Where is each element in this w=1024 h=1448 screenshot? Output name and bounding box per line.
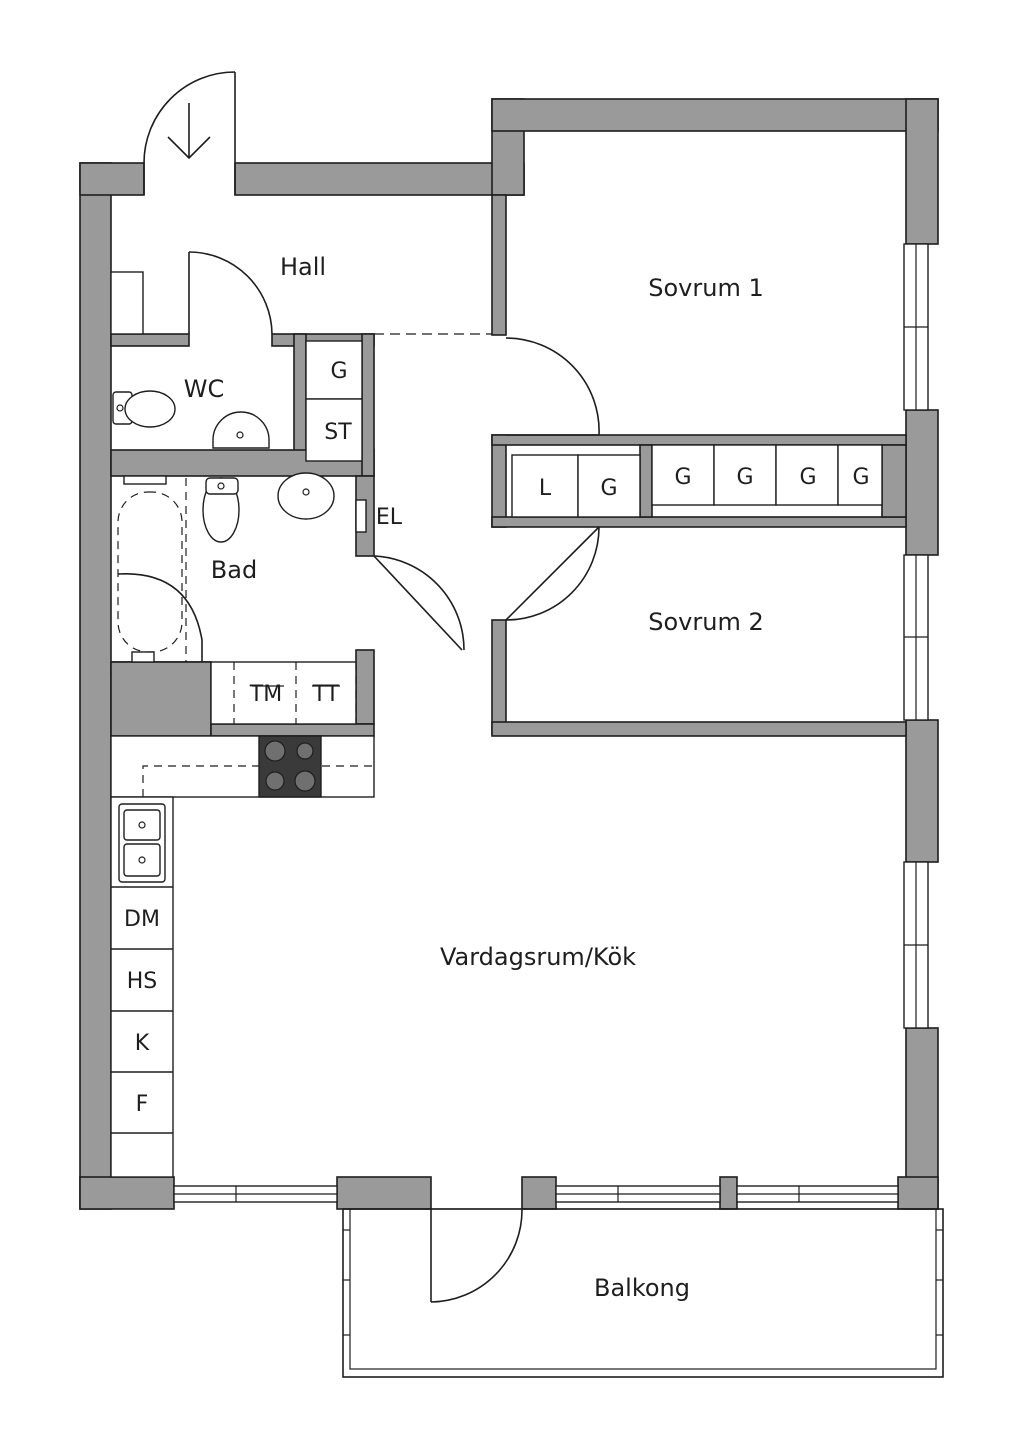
entrance-door[interactable]	[143, 71, 236, 195]
unit-label-g2: G	[674, 465, 691, 490]
entry-arrow-icon	[167, 103, 211, 160]
stove-icon	[258, 735, 322, 798]
kitchen-counter	[110, 735, 375, 1178]
bathroom-door[interactable]	[373, 555, 465, 651]
room-label-bad: Bad	[211, 556, 257, 584]
unit-label-hall-g: G	[330, 359, 347, 384]
bedroom2-door[interactable]	[505, 526, 600, 621]
unit-label-l: L	[539, 476, 552, 501]
windows	[173, 243, 929, 1203]
room-label-sovrum1: Sovrum 1	[648, 274, 763, 302]
room-label-balkong: Balkong	[594, 1274, 690, 1302]
unit-label-tt: TT	[312, 682, 340, 707]
unit-label-el: EL	[376, 505, 403, 530]
wardrobes	[511, 444, 883, 518]
unit-label-g4: G	[799, 465, 816, 490]
bathroom-fixtures	[117, 472, 367, 663]
laundry-units	[210, 661, 357, 725]
exterior-walls	[79, 98, 939, 1210]
balcony	[342, 1208, 944, 1378]
room-label-hall: Hall	[280, 253, 326, 281]
unit-label-dm: DM	[124, 907, 160, 932]
bedroom1-door[interactable]	[505, 337, 600, 436]
unit-label-g3: G	[736, 465, 753, 490]
room-label-vardagsrum: Vardagsrum/Kök	[440, 943, 636, 971]
wc-fixtures	[112, 390, 270, 449]
unit-label-hall-st: ST	[324, 420, 352, 445]
interior-walls	[110, 194, 907, 737]
room-label-wc: WC	[184, 375, 225, 403]
unit-label-g1: G	[600, 476, 617, 501]
unit-label-k: K	[135, 1031, 150, 1056]
unit-label-g5: G	[852, 465, 869, 490]
room-label-sovrum2: Sovrum 2	[648, 608, 763, 636]
balcony-door[interactable]	[430, 1208, 523, 1303]
hall-closets	[305, 340, 363, 462]
unit-label-tm: TM	[249, 682, 282, 707]
hall-details	[110, 251, 492, 335]
unit-label-hs: HS	[127, 969, 158, 994]
unit-label-f: F	[136, 1092, 149, 1117]
kitchen-appliance-cells	[111, 886, 173, 1134]
sink-icon	[118, 803, 166, 883]
